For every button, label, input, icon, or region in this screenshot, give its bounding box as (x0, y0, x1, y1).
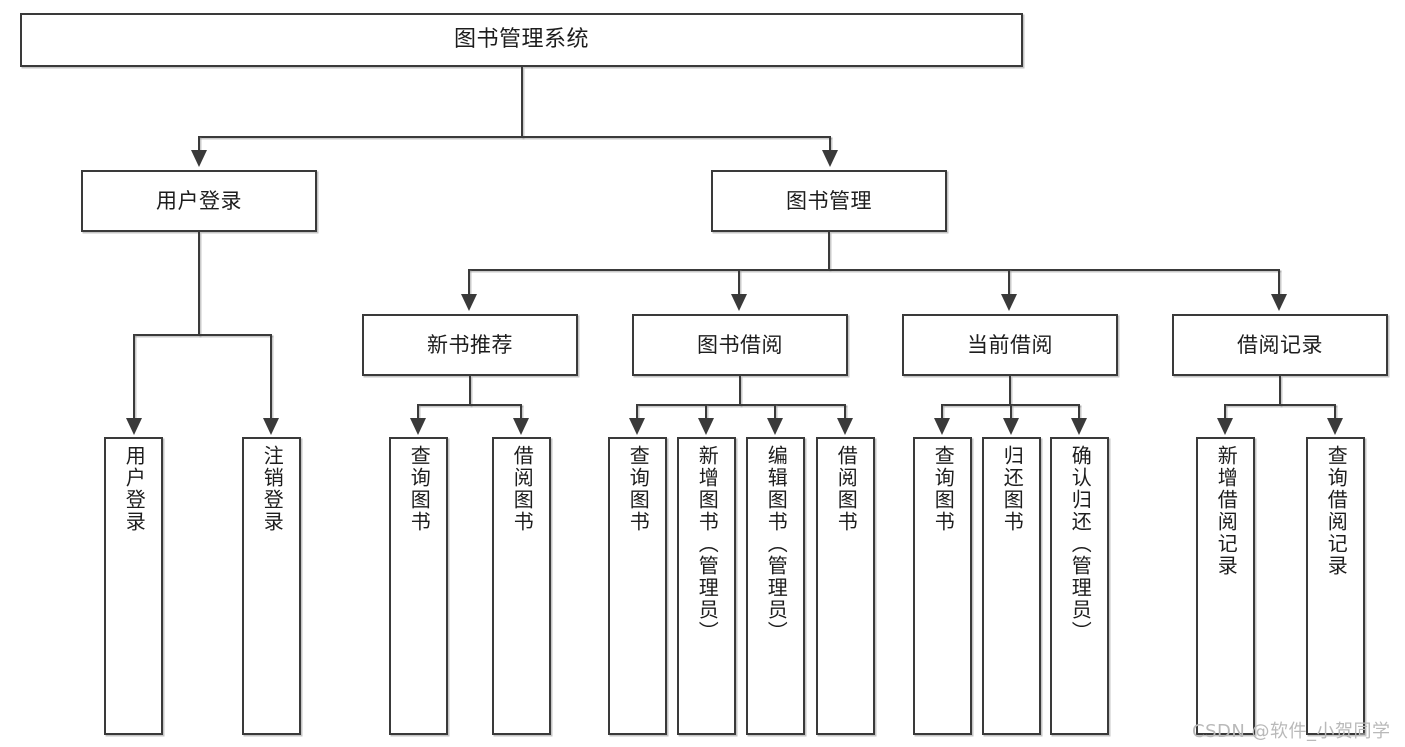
arrowhead-new-book-child-2 (513, 418, 529, 435)
connector-to-current-borrow (1008, 269, 1010, 297)
node-label: 编辑图书（管理员） (764, 445, 789, 643)
arrowhead-user-login (191, 150, 207, 167)
node-label: 图书管理 (786, 188, 872, 213)
connector-root-bus (198, 136, 831, 138)
arrowhead-book-borrow-child-1 (629, 418, 645, 435)
arrowhead-new-book-child-1 (410, 418, 426, 435)
connector-current-borrow-child-1 (941, 404, 943, 420)
connector-new-book-stem (469, 376, 471, 406)
arrowhead-book-borrow (731, 294, 747, 311)
arrowhead-book-borrow-child-4 (837, 418, 853, 435)
arrowhead-new-book (461, 294, 477, 311)
leaf-node-new-book-query[interactable]: 查询图书 (389, 437, 448, 735)
node-label: 查询图书 (626, 445, 651, 533)
connector-records-child-1 (1224, 404, 1226, 420)
connector-to-leaf-user-login (133, 334, 135, 420)
node-label: 借阅记录 (1237, 332, 1323, 357)
connector-current-borrow-child-2 (1010, 404, 1012, 420)
node-label: 图书借阅 (697, 332, 783, 357)
connector-new-book-child-2 (520, 404, 522, 420)
leaf-node-logout[interactable]: 注销登录 (242, 437, 301, 735)
arrowhead-book-borrow-child-3 (767, 418, 783, 435)
connector-book-borrow-bus (636, 404, 846, 406)
node-label: 用户登录 (122, 445, 147, 533)
leaf-node-borrow-borrow-book[interactable]: 借阅图书 (816, 437, 875, 735)
connector-level3-bus (468, 269, 1280, 271)
connector-user-login-stem (198, 232, 200, 336)
connector-new-book-bus (417, 404, 522, 406)
leaf-node-borrow-edit-book[interactable]: 编辑图书（管理员） (746, 437, 805, 735)
leaf-node-current-query-book[interactable]: 查询图书 (913, 437, 972, 735)
arrowhead-records-child-1 (1217, 418, 1233, 435)
connector-book-borrow-child-3 (774, 404, 776, 420)
csdn-watermark: CSDN @软件_小贺同学 (1192, 721, 1391, 742)
connector-to-new-book (468, 269, 470, 297)
node-label: 确认归还（管理员） (1068, 445, 1093, 643)
node-root-system[interactable]: 图书管理系统 (20, 13, 1023, 67)
connector-root-to-user-login (198, 136, 200, 154)
leaf-node-add-borrow-record[interactable]: 新增借阅记录 (1196, 437, 1255, 735)
connector-root-to-book-mgmt (829, 136, 831, 154)
node-label: 图书管理系统 (453, 27, 589, 53)
leaf-node-borrow-query-book[interactable]: 查询图书 (608, 437, 667, 735)
node-label: 归还图书 (1000, 445, 1025, 533)
leaf-node-borrow-add-book[interactable]: 新增图书（管理员） (677, 437, 736, 735)
node-current-borrow[interactable]: 当前借阅 (902, 314, 1118, 376)
connector-current-borrow-child-3 (1078, 404, 1080, 420)
node-label: 注销登录 (260, 445, 285, 533)
node-label: 查询借阅记录 (1324, 445, 1349, 577)
connector-book-mgmt-stem (828, 232, 830, 270)
arrowhead-current-borrow-child-2 (1003, 418, 1019, 435)
node-label: 借阅图书 (834, 445, 859, 533)
connector-book-borrow-child-1 (636, 404, 638, 420)
arrowhead-leaf-logout (263, 418, 279, 435)
leaf-node-current-confirm-return[interactable]: 确认归还（管理员） (1050, 437, 1109, 735)
node-label: 当前借阅 (967, 332, 1053, 357)
node-label: 借阅图书 (510, 445, 535, 533)
node-user-login[interactable]: 用户登录 (81, 170, 317, 232)
arrowhead-book-mgmt (822, 150, 838, 167)
connector-current-borrow-stem (1009, 376, 1011, 406)
arrowhead-borrow-records (1271, 294, 1287, 311)
node-book-borrow[interactable]: 图书借阅 (632, 314, 848, 376)
connector-user-login-bus (133, 334, 272, 336)
connector-records-stem (1279, 376, 1281, 406)
node-label: 新增借阅记录 (1214, 445, 1239, 577)
connector-book-borrow-stem (739, 376, 741, 406)
node-new-book-recommend[interactable]: 新书推荐 (362, 314, 578, 376)
arrowhead-leaf-user-login (126, 418, 142, 435)
node-book-management[interactable]: 图书管理 (711, 170, 947, 232)
arrowhead-current-borrow-child-1 (934, 418, 950, 435)
arrowhead-current-borrow-child-3 (1071, 418, 1087, 435)
node-label: 查询图书 (931, 445, 956, 533)
node-borrow-records[interactable]: 借阅记录 (1172, 314, 1388, 376)
node-label: 新增图书（管理员） (695, 445, 720, 643)
leaf-node-query-borrow-record[interactable]: 查询借阅记录 (1306, 437, 1365, 735)
connector-to-book-borrow (738, 269, 740, 297)
connector-new-book-child-1 (417, 404, 419, 420)
node-label: 查询图书 (407, 445, 432, 533)
leaf-node-user-login[interactable]: 用户登录 (104, 437, 163, 735)
arrowhead-book-borrow-child-2 (698, 418, 714, 435)
connector-to-leaf-logout (270, 334, 272, 420)
arrowhead-current-borrow (1001, 294, 1017, 311)
leaf-node-new-book-borrow[interactable]: 借阅图书 (492, 437, 551, 735)
node-label: 用户登录 (156, 188, 242, 213)
connector-root-stem (521, 67, 523, 138)
connector-records-bus (1224, 404, 1336, 406)
connector-to-borrow-records (1278, 269, 1280, 297)
arrowhead-records-child-2 (1327, 418, 1343, 435)
leaf-node-current-return-book[interactable]: 归还图书 (982, 437, 1041, 735)
connector-book-borrow-child-4 (844, 404, 846, 420)
connector-records-child-2 (1334, 404, 1336, 420)
connector-book-borrow-child-2 (705, 404, 707, 420)
node-label: 新书推荐 (427, 332, 513, 357)
